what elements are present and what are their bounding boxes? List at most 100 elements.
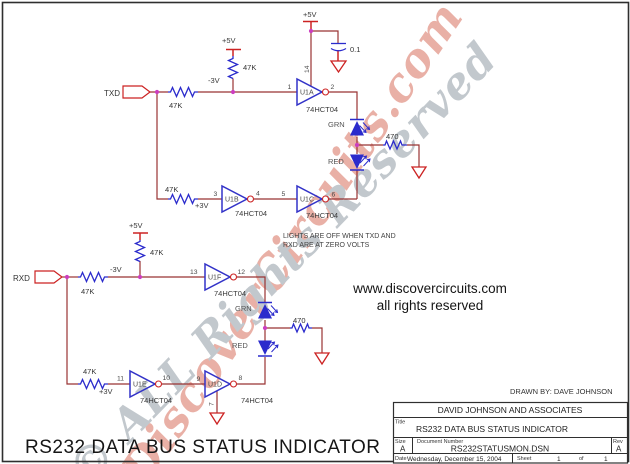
resistor-value: 47K: [81, 287, 94, 296]
gate-name: U1D: [208, 382, 222, 389]
resistor-value: 470: [386, 132, 399, 141]
pin-number-gnd: 7: [209, 402, 216, 406]
resistor-txd-series: [168, 85, 198, 99]
led-label: RED: [328, 157, 344, 166]
site-rights-text: all rights reserved: [377, 298, 484, 313]
ground-symbol: [410, 166, 428, 180]
sheet-total: 1: [604, 456, 608, 463]
pin-number: 2: [331, 84, 335, 91]
rxd-power: [133, 232, 148, 240]
txd-circuit: TXD 47K -3V +5V 47K 47K +3V U1A 1 2 14 7…: [104, 10, 428, 220]
ground-symbol: [313, 352, 331, 366]
resistor-rxd-pullup: [133, 240, 147, 263]
gate-u1e: U1E 11 10 74HCT04: [117, 369, 172, 405]
pin-number-vcc: 14: [304, 65, 311, 73]
pin-number: 9: [197, 376, 201, 383]
ground-symbol: [208, 412, 226, 426]
led-red-txd: RED: [328, 154, 371, 171]
resistor-value: 47K: [169, 101, 182, 110]
resistor-txd-470: [383, 139, 407, 151]
gate-u1a: U1A 1 2 14 74HCT04: [288, 65, 339, 114]
led-green-txd: GRN: [328, 118, 371, 136]
pin-number: 11: [117, 376, 124, 383]
pin-number: 1: [288, 84, 292, 91]
txd-power: [226, 20, 339, 61]
rev-value: A: [616, 445, 622, 454]
led-label: GRN: [328, 120, 345, 129]
part-number: 74HCT04: [140, 396, 172, 405]
resistor-value: 470: [293, 316, 306, 325]
page-title: RS232 DATA BUS STATUS INDICATOR: [25, 437, 380, 458]
net-label-5v: +5V: [222, 36, 236, 45]
pin-number: 3: [214, 191, 218, 198]
part-number: 74HCT04: [214, 289, 246, 298]
ground-symbol: [329, 60, 348, 74]
rxd-connector-icon: [34, 270, 63, 284]
title-label: Title: [395, 420, 405, 426]
resistor-rxd-470: [290, 322, 312, 334]
net-label-plus3v: +3V: [195, 201, 209, 210]
doc-number-label: Document Number: [417, 439, 463, 445]
date-label: Date: [395, 456, 407, 462]
sheet-label: Sheet: [517, 456, 532, 462]
doc-number-value: RS232STATUSMON.DSN: [451, 444, 549, 454]
pin-number: 6: [332, 192, 336, 199]
part-number: 74HCT04: [241, 396, 273, 405]
note-line2: RXD ARE AT ZERO VOLTS: [283, 242, 370, 249]
resistor-value: 47K: [165, 185, 178, 194]
resistor-rxd-lower: [78, 377, 108, 391]
note-line1: LIGHTS ARE OFF WHEN TXD AND: [283, 233, 396, 240]
sheet-of-label: of: [579, 456, 584, 462]
drawn-by-text: DRAWN BY: DAVE JOHNSON: [510, 387, 613, 396]
resistor-value: 47K: [150, 248, 163, 257]
rxd-wires: [62, 261, 323, 413]
sheet-number: 1: [557, 456, 561, 463]
rev-label: Rev: [613, 439, 623, 445]
net-label-plus3v: +3V: [99, 387, 113, 396]
schematic-title: RS232 DATA BUS STATUS INDICATOR: [416, 424, 568, 434]
company-name: DAVID JOHNSON AND ASSOCIATES: [438, 405, 583, 415]
size-label: Size: [395, 439, 406, 445]
txd-junctions: [154, 28, 360, 148]
gate-u1f: U1F 13 12 74HCT04: [190, 262, 246, 298]
gate-name: U1A: [300, 90, 314, 97]
part-number: 74HCT04: [306, 211, 338, 220]
site-url-text: www.discovercircuits.com: [352, 281, 507, 296]
net-label-minus3v: -3V: [110, 265, 122, 274]
gate-name: U1C: [300, 197, 314, 204]
rxd-junctions: [64, 274, 268, 331]
capacitor-bypass: 0.1: [330, 42, 360, 54]
capacitor-value: 0.1: [350, 45, 360, 54]
pin-number: 12: [238, 269, 246, 276]
resistor-txd-pullup: [226, 56, 240, 80]
pin-number: 8: [239, 375, 243, 382]
resistor-value: 47K: [83, 367, 96, 376]
resistor-txd-lower: [168, 192, 198, 206]
title-block: DAVID JOHNSON AND ASSOCIATES Title RS232…: [392, 401, 629, 464]
txd-wires: [150, 30, 420, 200]
resistor-value: 47K: [243, 63, 256, 72]
gate-name: U1E: [133, 382, 147, 389]
txd-connector-label: TXD: [104, 89, 120, 98]
gate-u1b: U1B 3 4 74HCT04: [214, 184, 267, 218]
led-red-rxd: RED: [232, 340, 279, 357]
pin-number: 5: [282, 191, 286, 198]
pin-number: 13: [190, 269, 198, 276]
led-label: GRN: [235, 304, 252, 313]
txd-connector-icon: [122, 85, 151, 99]
gate-name: U1B: [225, 197, 239, 204]
gate-u1d: U1D 9 8 7 74HCT04: [197, 369, 273, 406]
date-value: Wednesday, December 15, 2004: [407, 456, 502, 463]
pin-number: 4: [256, 191, 260, 198]
resistor-rxd-series: [78, 270, 108, 284]
led-green-rxd: GRN: [235, 301, 279, 319]
net-label-5v: +5V: [129, 221, 143, 230]
gate-u1c: U1C 5 6 74HCT04: [282, 184, 338, 220]
rxd-connector-label: RXD: [13, 274, 30, 283]
part-number: 74HCT04: [306, 105, 338, 114]
size-value: A: [400, 445, 406, 454]
gate-name: U1F: [208, 275, 221, 282]
